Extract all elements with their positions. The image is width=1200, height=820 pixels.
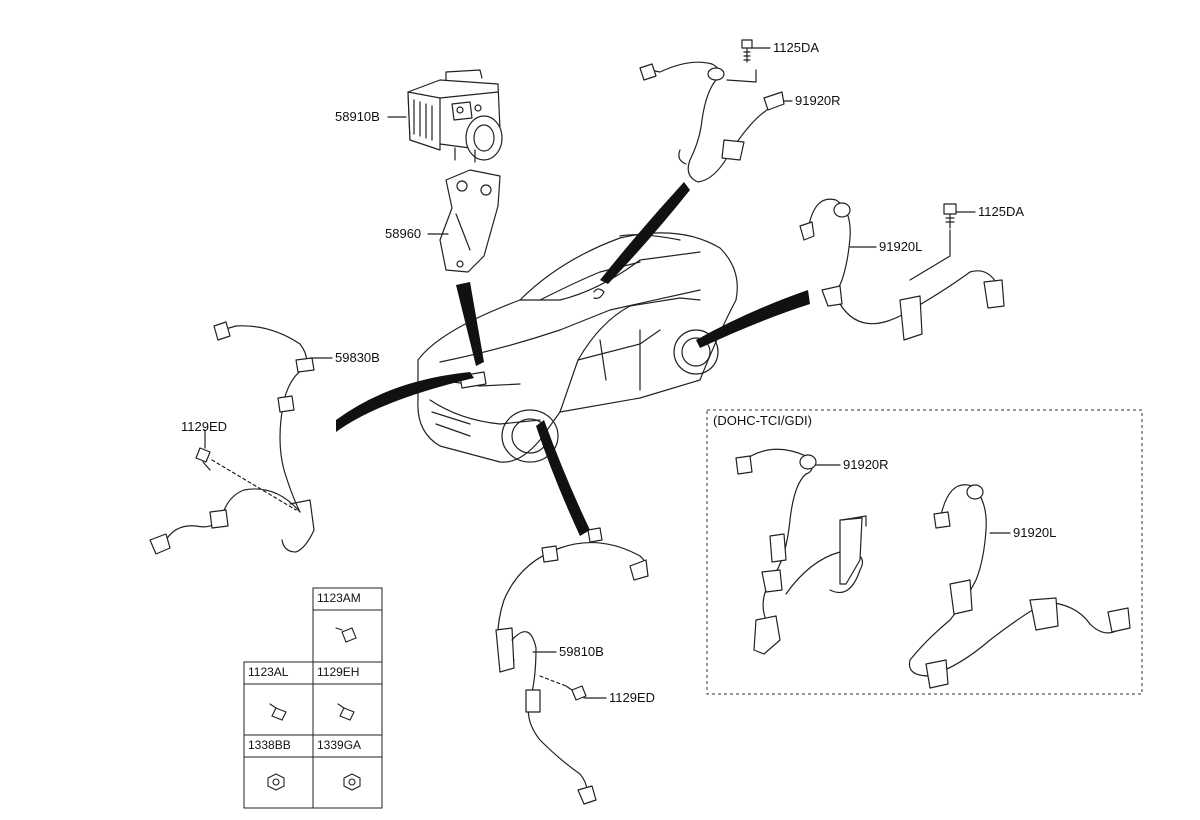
table-part-1338bb bbox=[267, 773, 285, 791]
table-code-1129eh: 1129EH bbox=[317, 665, 360, 679]
pointer-wedge-left bbox=[336, 372, 474, 432]
table-code-1123am: 1123AM bbox=[317, 591, 361, 605]
variant-wheel-sensor-91920l bbox=[908, 484, 1131, 689]
bolt-1129ed-bottom bbox=[539, 675, 587, 701]
bolt-1125da-top bbox=[741, 39, 753, 63]
wheel-sensor-91920l-right bbox=[799, 198, 1005, 341]
callout-91920r-top: 91920R bbox=[795, 93, 841, 108]
table-code-1339ga: 1339GA bbox=[317, 738, 362, 752]
wheel-sensor-59810b bbox=[495, 527, 649, 805]
callout-58960: 58960 bbox=[385, 226, 422, 241]
hecu-bracket bbox=[439, 169, 501, 273]
table-code-1338bb: 1338BB bbox=[248, 738, 291, 752]
variant-wheel-sensor-91920r bbox=[735, 448, 867, 655]
callout-59810b: 59810B bbox=[559, 644, 604, 659]
wheel-sensor-91920r-top bbox=[639, 61, 785, 183]
pointer-wedge-bottom bbox=[536, 420, 590, 536]
pointer-wedge-right bbox=[696, 290, 810, 348]
table-part-1339ga bbox=[343, 773, 361, 791]
pointer-wedge-hecu bbox=[456, 282, 484, 366]
callout-1129ed-bottom: 1129ED bbox=[609, 690, 656, 705]
abs-hecu-module bbox=[407, 69, 503, 163]
callout-variant-91920l: 91920L bbox=[1013, 525, 1057, 540]
table-part-1123am bbox=[335, 627, 357, 643]
callout-1125da-right: 1125DA bbox=[978, 204, 1025, 219]
variant-box-title: (DOHC-TCI/GDI) bbox=[713, 413, 812, 428]
variant-box bbox=[706, 409, 1143, 695]
table-part-1123al bbox=[269, 703, 287, 721]
callout-1129ed-left: 1129ED bbox=[181, 419, 228, 434]
table-part-1129eh bbox=[337, 703, 355, 721]
wheel-sensor-59830b bbox=[149, 321, 315, 555]
callout-variant-91920r: 91920R bbox=[843, 457, 889, 472]
pointer-wedges bbox=[336, 182, 810, 536]
bolt-1129ed-left bbox=[195, 447, 211, 471]
parts-table bbox=[243, 587, 383, 809]
pointer-wedge-top bbox=[600, 182, 690, 284]
callout-59830b: 59830B bbox=[335, 350, 380, 365]
bolt-1125da-right bbox=[909, 203, 957, 281]
table-code-1123al: 1123AL bbox=[248, 665, 289, 679]
callout-1125da-top: 1125DA bbox=[773, 40, 820, 55]
callout-58910b: 58910B bbox=[335, 109, 380, 124]
callout-91920l-right: 91920L bbox=[879, 239, 923, 254]
